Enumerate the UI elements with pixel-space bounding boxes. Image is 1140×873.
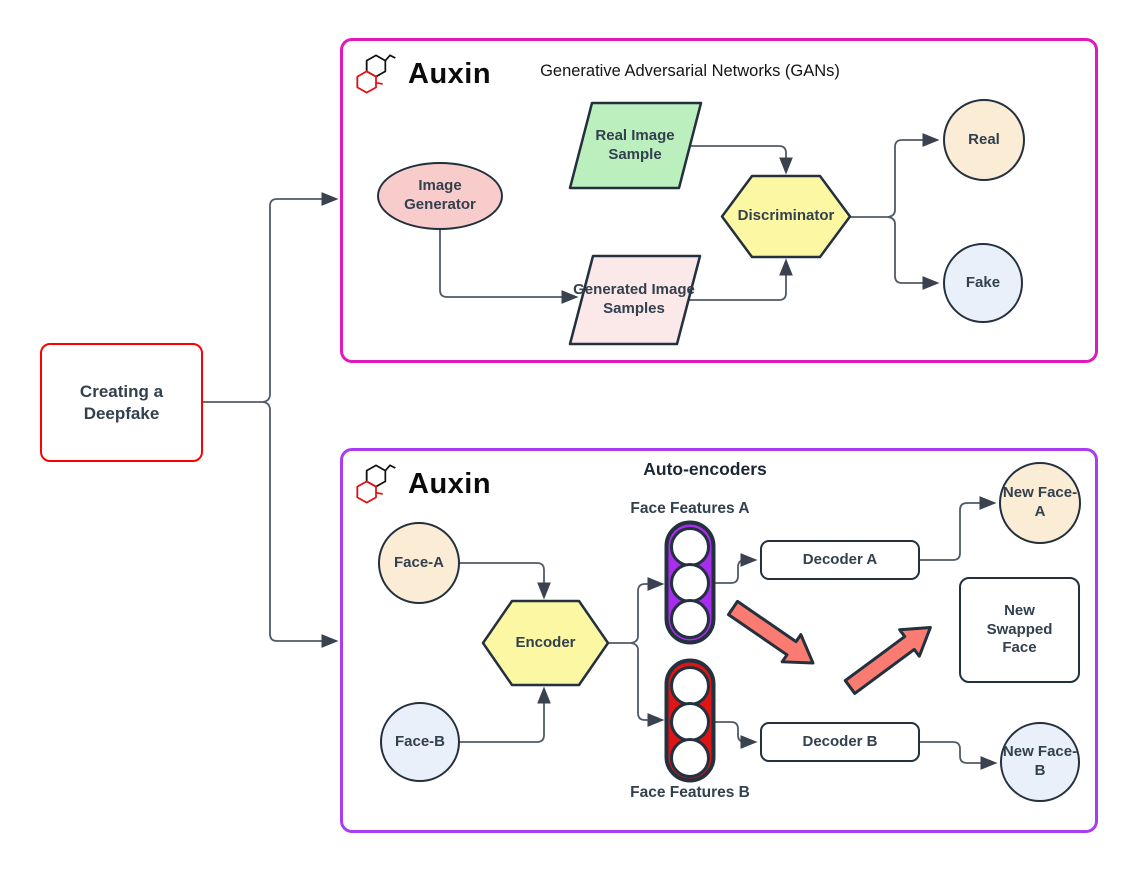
image-generator-label: Image Generator (404, 177, 476, 213)
edge-decodera-to-newfacea (920, 496, 997, 561)
decoder-b-label: Decoder B (802, 732, 878, 750)
new-face-b-label: New Face-B (1002, 743, 1078, 779)
auxin-molecule-icon (356, 54, 396, 94)
edge-discriminator-to-real (887, 133, 940, 218)
face-b-label: Face-B (394, 732, 446, 750)
brand-name: Auxin (408, 467, 492, 500)
swap-arrow-up-right-icon (843, 626, 932, 695)
edge-generated-to-discriminator (689, 258, 793, 301)
edge-root-to-gan (262, 192, 339, 403)
face-b-node: Face-B (380, 702, 460, 782)
edge-encoder-to-featuresa (630, 577, 665, 644)
face-features-b-shape (664, 658, 716, 783)
connector-lines (203, 133, 998, 770)
auxin-molecule-icon (356, 464, 396, 504)
new-swapped-face-node: New Swapped Face (959, 577, 1080, 683)
root-node-creating-deepfake: Creating a Deepfake (40, 343, 203, 462)
ae-auxin-logo: Auxin (353, 460, 491, 508)
autoencoder-panel (340, 448, 1098, 833)
real-output-node: Real (943, 99, 1025, 181)
edge-realsample-to-discriminator (690, 145, 793, 175)
edge-generator-to-generated (439, 230, 579, 304)
decoder-a-label: Decoder A (802, 550, 878, 568)
edge-featuresb-to-decoderb (714, 721, 758, 749)
new-swapped-face-label: New Swapped Face (986, 601, 1053, 657)
edge-encoder-to-featuresb (630, 642, 665, 727)
encoder-shape (481, 599, 610, 687)
face-features-a-shape (664, 520, 716, 645)
edge-faceb-to-encoder (460, 686, 551, 743)
new-face-b-node: New Face-B (1000, 722, 1080, 802)
real-output-label: Real (968, 130, 1000, 148)
fake-output-label: Fake (965, 273, 1001, 291)
discriminator-shape (720, 174, 852, 259)
decoder-a-node: Decoder A (760, 540, 920, 580)
fake-output-node: Fake (943, 243, 1023, 323)
root-node-label: Creating a Deepfake (79, 382, 164, 423)
new-face-a-node: New Face-A (999, 462, 1081, 544)
real-image-sample-shape (568, 101, 703, 190)
gan-auxin-logo: Auxin (353, 50, 491, 98)
new-face-a-label: New Face-A (1002, 484, 1078, 520)
swap-arrow-down-right-icon (726, 599, 815, 665)
edge-facea-to-encoder (460, 562, 551, 600)
decoder-b-node: Decoder B (760, 722, 920, 762)
image-generator-node: Image Generator (377, 162, 503, 230)
face-a-label: Face-A (393, 553, 445, 571)
generated-image-samples-shape (568, 254, 702, 346)
brand-name: Auxin (408, 57, 492, 90)
edge-featuresa-to-decodera (714, 553, 758, 584)
edge-discriminator-to-fake (887, 216, 940, 290)
gan-panel (340, 38, 1098, 363)
face-a-node: Face-A (378, 522, 460, 604)
edge-root-to-ae (262, 401, 339, 648)
edge-decoderb-to-newfaceb (920, 741, 998, 770)
